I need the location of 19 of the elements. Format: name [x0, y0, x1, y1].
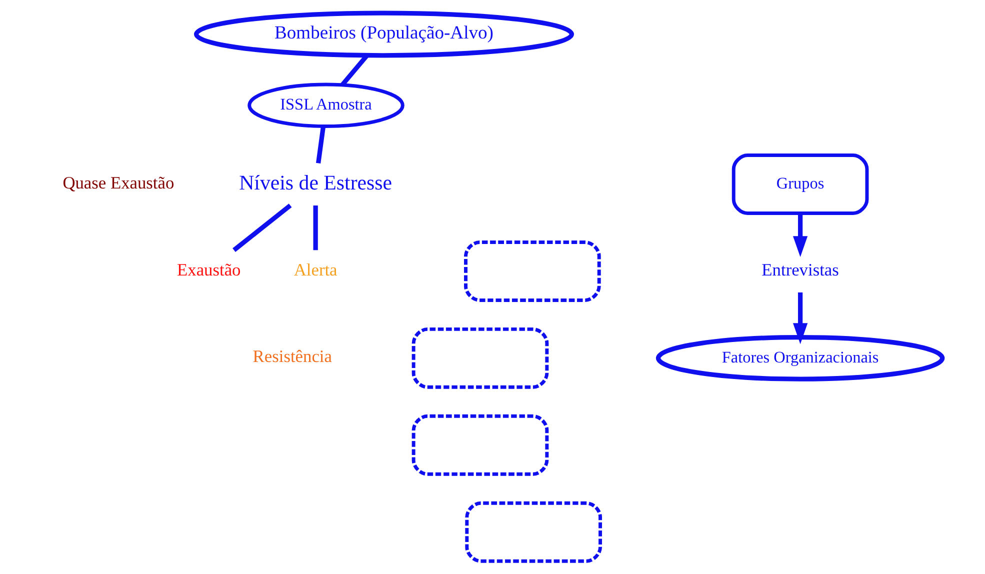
node-box: Grupos — [731, 154, 868, 215]
node-text: Entrevistas — [761, 260, 838, 280]
arrow — [792, 292, 808, 344]
connector — [312, 205, 318, 250]
node-text: Níveis de Estresse — [238, 170, 392, 194]
node-box — [464, 240, 600, 302]
connector — [316, 126, 326, 164]
node-text: Quase Exaustão — [62, 173, 174, 192]
node-text: Resistência — [252, 347, 332, 366]
node-text: Alerta — [293, 260, 337, 280]
node-box — [411, 414, 548, 476]
node-ellipse: Fatores Organizacionais — [655, 335, 944, 382]
node-box — [464, 501, 602, 563]
node-ellipse: Bombeiros (População-Alvo) — [193, 10, 574, 58]
node-text: Exaustão — [176, 260, 240, 280]
connector — [232, 204, 292, 252]
node-ellipse: ISSL Amostra — [247, 82, 404, 128]
arrow — [792, 214, 808, 258]
node-box — [411, 327, 548, 389]
